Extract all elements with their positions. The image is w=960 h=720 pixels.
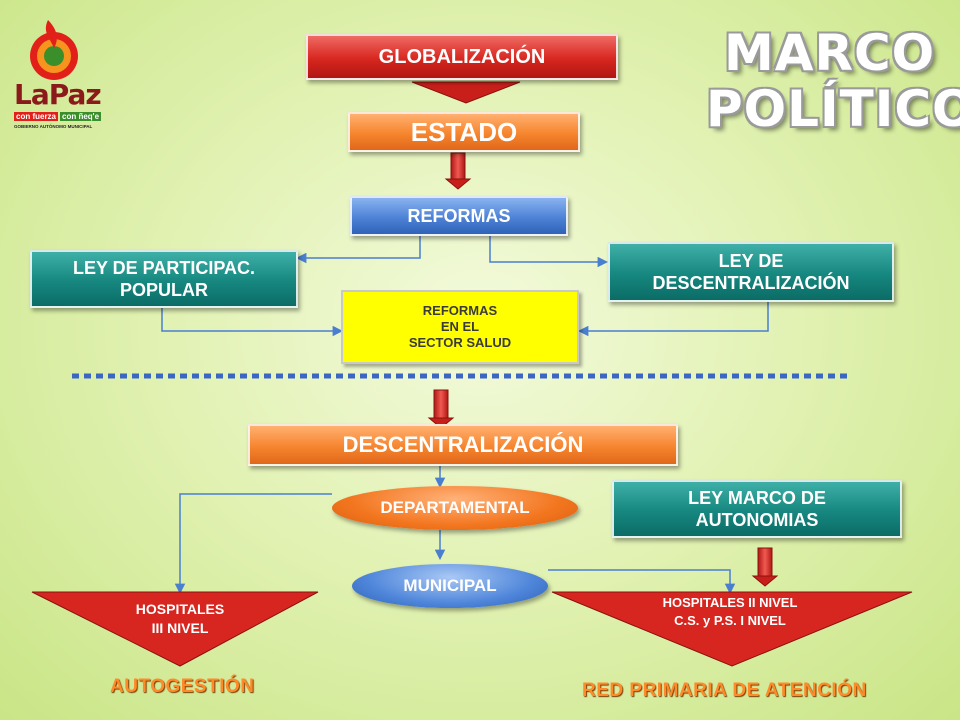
logo: LaPaz con fuerza con ñeq'e GOBIERNO AUTÓ… <box>12 14 122 129</box>
footer-red-primaria: RED PRIMARIA DE ATENCIÓN <box>582 680 867 701</box>
node-ley-autonomias-line-2: AUTONOMIAS <box>695 510 819 530</box>
logo-tagline-1: con fuerza <box>14 112 59 121</box>
node-departamental: DEPARTAMENTAL <box>332 486 578 530</box>
node-globalizacion: GLOBALIZACIÓN <box>306 34 618 80</box>
node-municipal: MUNICIPAL <box>352 564 548 608</box>
node-reformas-salud-line-3: SECTOR SALUD <box>408 335 512 351</box>
hospitales3-line-1: HOSPITALES <box>135 601 225 617</box>
title-line-1: MARCO <box>724 24 936 82</box>
triangle-hospitales3 <box>31 591 319 667</box>
node-ley-autonomias: LEY MARCO DE AUTONOMIAS <box>612 480 902 538</box>
node-ley-descentralizacion: LEY DE DESCENTRALIZACIÓN <box>608 242 894 302</box>
connector-descentralizacion-salud <box>577 302 769 337</box>
node-ley-participacion: LEY DE PARTICIPAC. POPULAR <box>30 250 298 308</box>
connector-municipal-hospitales2 <box>548 569 736 595</box>
hospitales2-label: HOSPITALES II NIVEL C.S. y P.S. I NIVEL <box>610 594 850 629</box>
node-ley-participacion-line-2: POPULAR <box>119 280 208 300</box>
footer-autogestion: AUTOGESTIÓN <box>110 676 255 697</box>
logo-name: LaPaz <box>14 78 102 111</box>
title-line-2: POLÍTICO <box>706 80 960 138</box>
connector-departamental-hospitales3 <box>174 493 332 595</box>
hospitales2-line-1: HOSPITALES II NIVEL <box>662 595 798 610</box>
down-arrow-estado <box>444 152 472 190</box>
node-reformas-salud: REFORMAS EN EL SECTOR SALUD <box>341 290 579 364</box>
connector-reformas-descentralizacion <box>489 236 609 268</box>
logo-tagline: con fuerza con ñeq'e <box>14 112 102 121</box>
connector-reformas-participacion <box>295 236 421 264</box>
hospitales2-line-2: C.S. y P.S. I NIVEL <box>674 612 786 628</box>
node-reformas: REFORMAS <box>350 196 568 236</box>
connector-participacion-salud <box>161 308 344 337</box>
down-arrow-dots <box>427 389 455 429</box>
hospitales3-label: HOSPITALES III NIVEL <box>100 600 260 638</box>
node-ley-descentralizacion-line-2: DESCENTRALIZACIÓN <box>652 273 850 293</box>
logo-tagline-2: con ñeq'e <box>60 112 102 121</box>
triangle-hospitales2 <box>551 591 913 667</box>
down-arrow-autonomias <box>751 547 779 587</box>
node-ley-autonomias-line-1: LEY MARCO DE <box>688 487 826 508</box>
down-arrow-globalizacion <box>411 81 521 104</box>
node-descentralizacion: DESCENTRALIZACIÓN <box>248 424 678 466</box>
node-reformas-salud-line-2: EN EL <box>440 318 480 334</box>
node-estado: ESTADO <box>348 112 580 152</box>
hospitales3-line-2: III NIVEL <box>151 619 209 636</box>
node-ley-descentralizacion-line-1: LEY DE <box>718 250 784 271</box>
logo-subtitle: GOBIERNO AUTÓNOMO MUNICIPAL <box>14 124 93 129</box>
node-ley-participacion-line-1: LEY DE PARTICIPAC. <box>72 257 256 278</box>
logo-emblem-icon <box>30 20 78 80</box>
node-reformas-salud-line-1: REFORMAS <box>422 302 498 318</box>
